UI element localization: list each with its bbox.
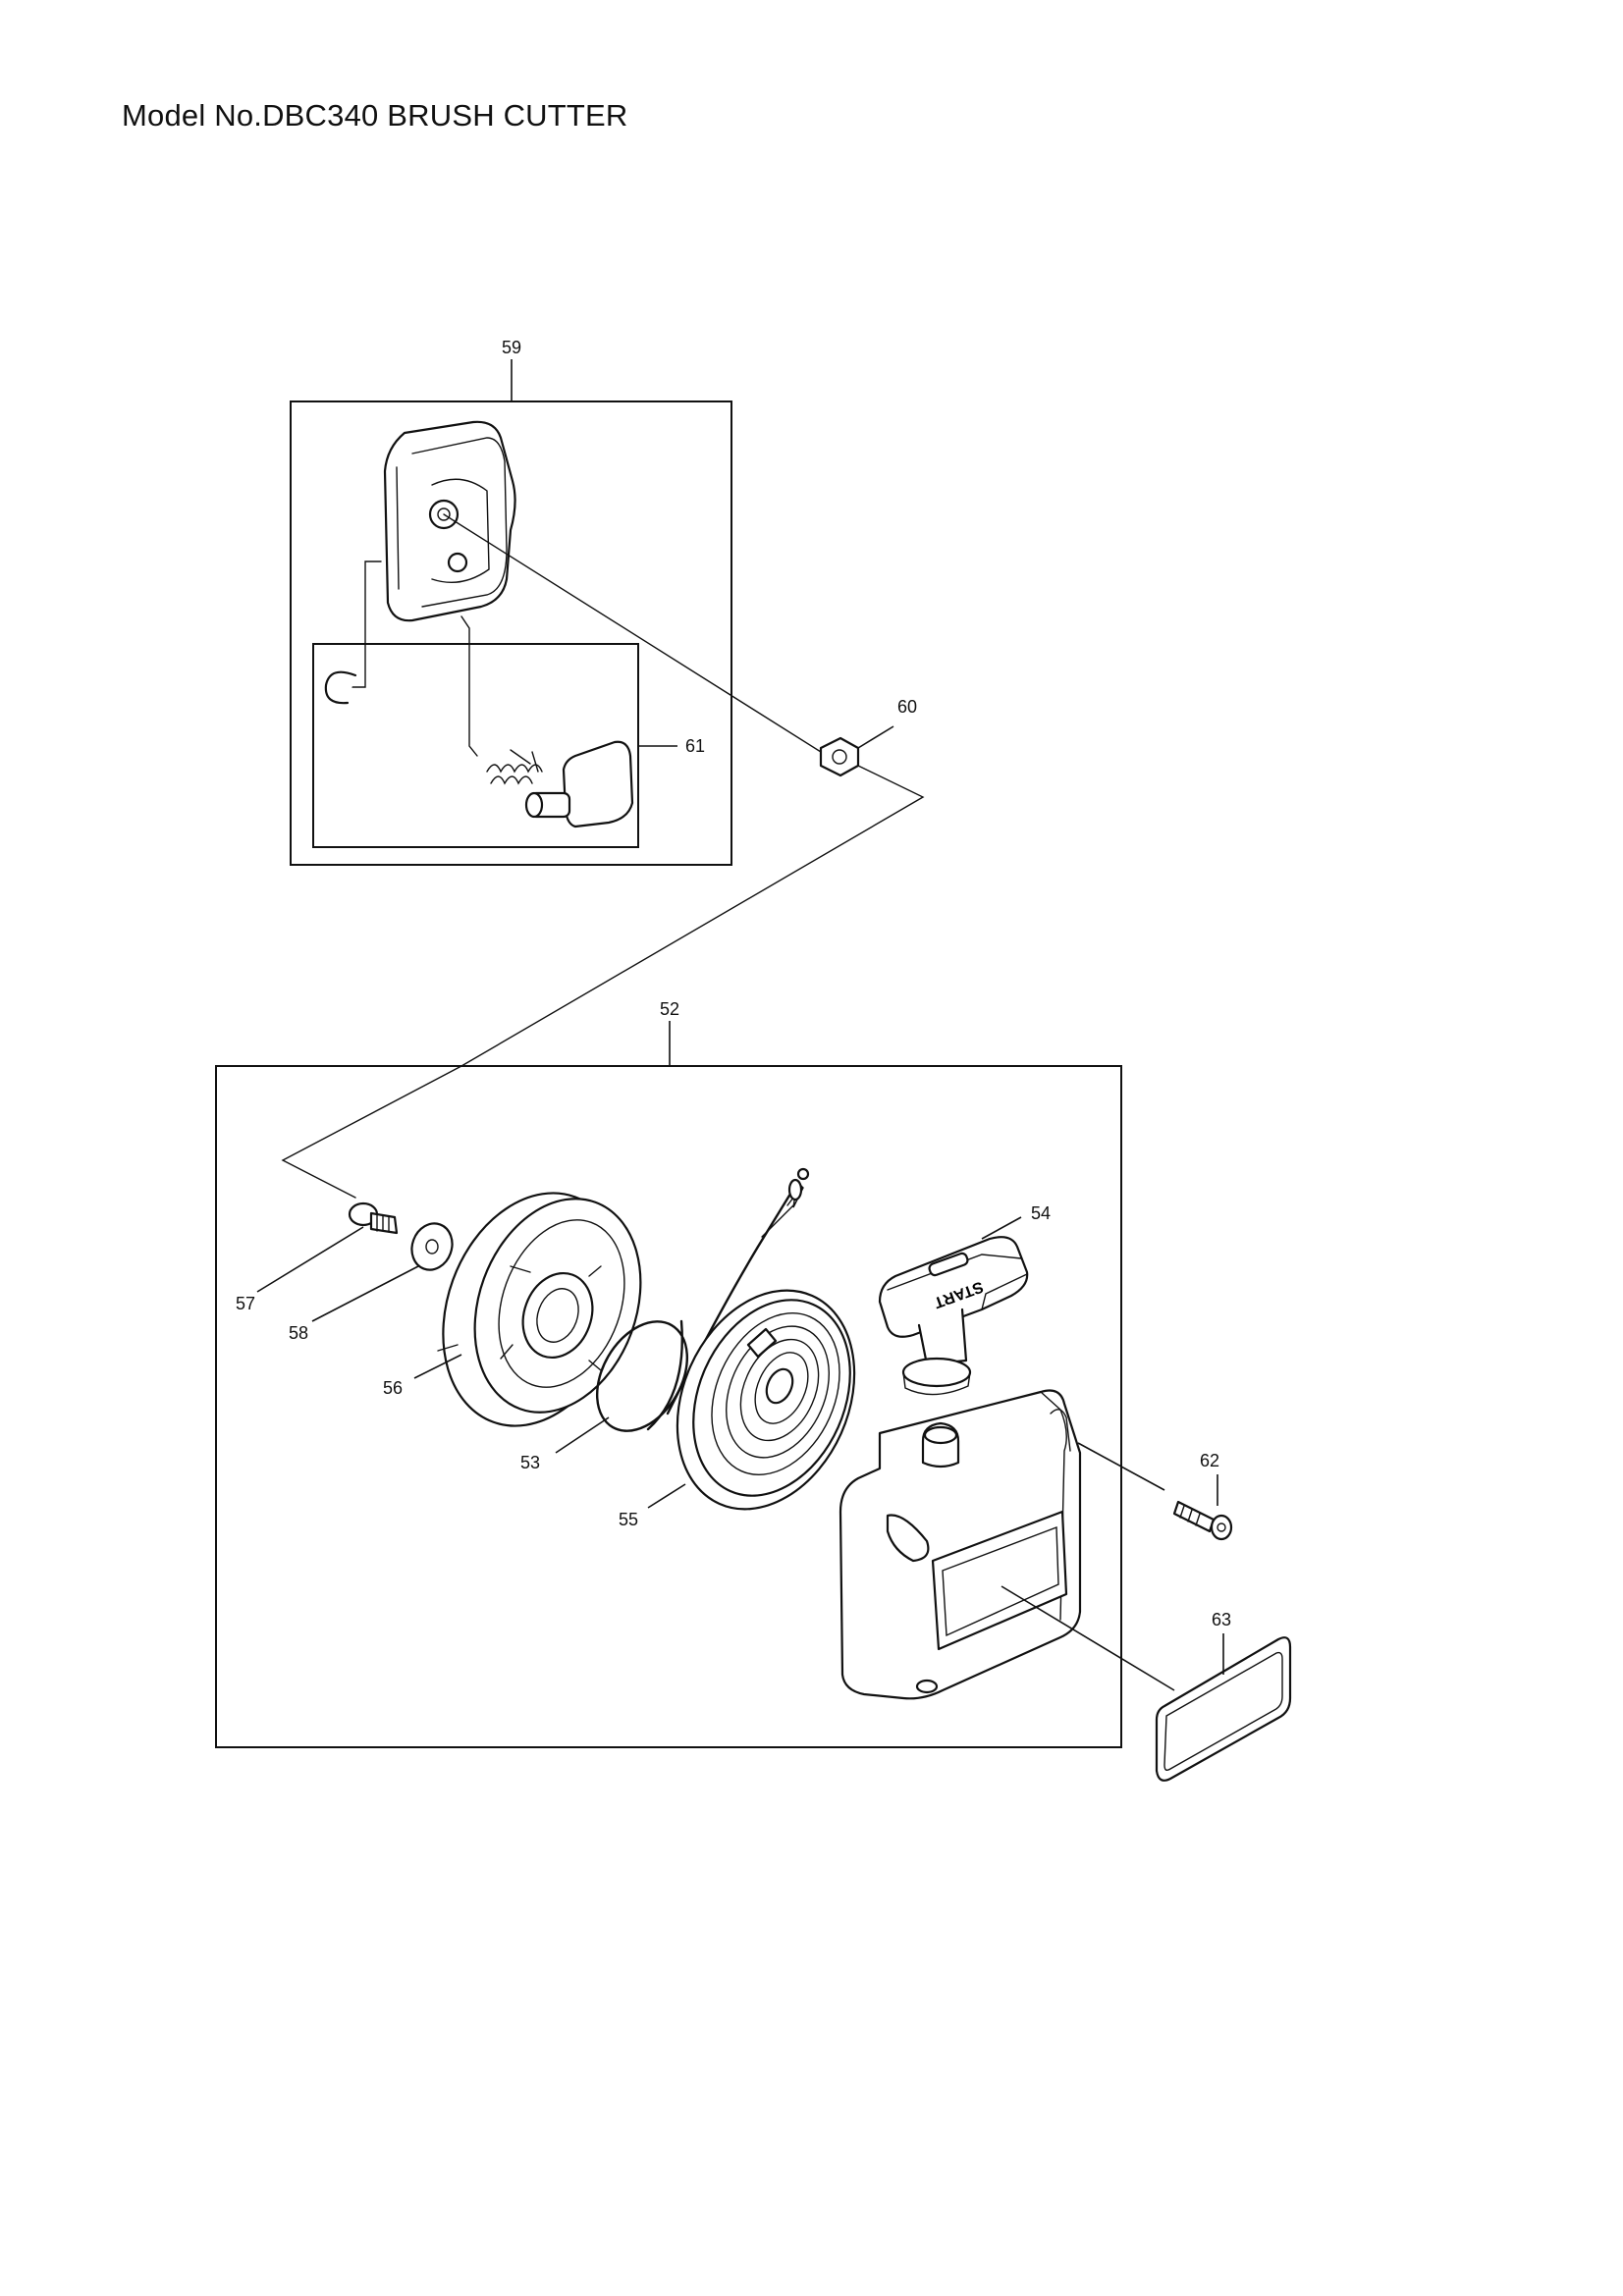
- part-number-57[interactable]: 57: [236, 1294, 255, 1313]
- part-number-58[interactable]: 58: [289, 1323, 308, 1343]
- part-number-52[interactable]: 52: [660, 999, 679, 1019]
- starter-housing[interactable]: [839, 1389, 1082, 1700]
- e-clip[interactable]: [324, 670, 357, 705]
- pawl-spring[interactable]: [486, 749, 543, 785]
- part-number-60[interactable]: 60: [897, 697, 917, 717]
- part-number-61[interactable]: 61: [685, 736, 705, 756]
- washer-58[interactable]: [406, 1218, 459, 1276]
- page-title: Model No.DBC340 BRUSH CUTTER: [122, 98, 628, 133]
- part-number-59[interactable]: 59: [502, 338, 521, 357]
- assembly-52-box: [215, 1065, 1122, 1748]
- part-number-54[interactable]: 54: [1031, 1203, 1051, 1223]
- assembly-59-box: [290, 400, 732, 866]
- assembly-52-group: 52 57 58 56: [215, 999, 1175, 1748]
- label-63[interactable]: [1155, 1636, 1292, 1782]
- starter-handle-54[interactable]: START: [878, 1236, 1029, 1396]
- pawl-plate[interactable]: [383, 420, 516, 622]
- part-number-56[interactable]: 56: [383, 1378, 403, 1398]
- assembly-59-group: 59 61: [290, 338, 732, 866]
- rope-reel-56[interactable]: [412, 1167, 670, 1451]
- recoil-spring-55[interactable]: [644, 1262, 888, 1537]
- nut-60[interactable]: [819, 736, 860, 777]
- rope-53[interactable]: [578, 1167, 810, 1447]
- bolt-57[interactable]: [348, 1201, 399, 1235]
- part-number-53[interactable]: 53: [520, 1453, 540, 1472]
- part-number-63[interactable]: 63: [1212, 1610, 1231, 1629]
- pawl[interactable]: [524, 740, 634, 828]
- part-number-55[interactable]: 55: [619, 1510, 638, 1529]
- part-number-62[interactable]: 62: [1200, 1451, 1219, 1470]
- screw-62[interactable]: [1172, 1500, 1233, 1541]
